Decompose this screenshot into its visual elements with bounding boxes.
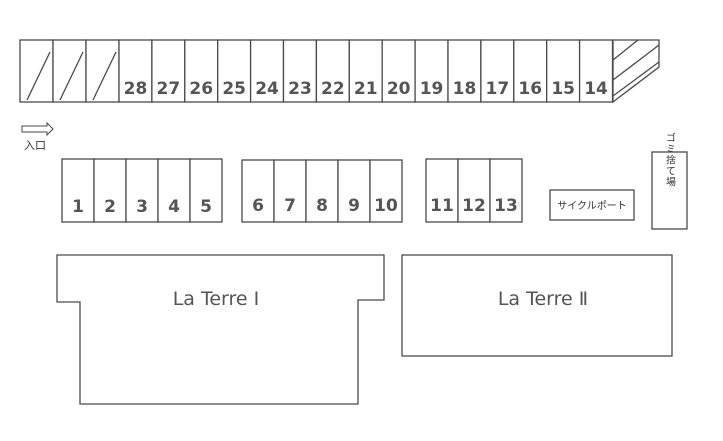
parking-space-19: 19 (414, 39, 449, 103)
parking-space-7: 7 (273, 159, 307, 223)
parking-space-number: 23 (288, 79, 312, 99)
building-label-2: La Terre Ⅱ (498, 288, 588, 310)
parking-space-number: 9 (348, 196, 360, 216)
parking-space-outline (381, 39, 416, 103)
parking-space-outline (125, 158, 159, 223)
parking-space-6: 6 (241, 159, 275, 223)
parking-space-outline (578, 39, 614, 103)
parking-space-18: 18 (447, 39, 482, 103)
parking-space-number: 12 (462, 196, 486, 216)
hatched-corner-top-right (612, 39, 660, 104)
parking-space-outline (457, 158, 491, 223)
parking-space-outline (513, 39, 548, 103)
bike-port: サイクルポート (549, 189, 635, 221)
parking-space-outline (217, 39, 252, 103)
parking-space-14: 14 (578, 39, 614, 103)
parking-space-27: 27 (151, 39, 186, 103)
parking-space-21: 21 (348, 39, 383, 103)
parking-space-13: 13 (489, 158, 523, 223)
parking-space-outline (489, 158, 523, 223)
parking-space-23: 23 (282, 39, 318, 103)
parking-space-15: 15 (546, 39, 581, 103)
parking-space-24: 24 (249, 39, 285, 103)
parking-space-8: 8 (305, 159, 339, 223)
parking-space-2: 2 (93, 158, 127, 223)
parking-space-11: 11 (425, 158, 459, 223)
parking-space-outline (348, 39, 383, 103)
parking-space-outline (249, 39, 285, 103)
bike-port-label: サイクルポート (557, 200, 627, 212)
parking-space-12: 12 (457, 158, 491, 223)
parking-space-number: 26 (189, 79, 213, 99)
building-la-terre-2: La Terre Ⅱ (401, 254, 673, 357)
parking-space-26: 26 (184, 39, 219, 103)
parking-space-number: 24 (255, 79, 279, 99)
parking-space-number: 10 (374, 196, 398, 216)
parking-space-outline (151, 39, 186, 103)
parking-space-outline (184, 39, 219, 103)
parking-space-outline (480, 39, 515, 103)
parking-space-3: 3 (125, 158, 159, 223)
parking-space-17: 17 (480, 39, 515, 103)
parking-space-number: 21 (354, 79, 378, 99)
parking-space-25: 25 (217, 39, 252, 103)
parking-space-number: 1 (72, 197, 84, 217)
parking-space-number: 18 (453, 79, 477, 99)
parking-space-16: 16 (513, 39, 548, 103)
parking-space-10: 10 (369, 159, 403, 223)
parking-space-9: 9 (337, 159, 371, 223)
parking-row-11-13: 11 12 13 (425, 158, 523, 223)
parking-space-number: 17 (486, 79, 510, 99)
parking-space-outline (305, 159, 339, 223)
parking-row-top: 28 27 26 25 24 23 22 21 20 19 18 17 16 15 14 (118, 39, 614, 103)
parking-space-number: 5 (200, 197, 212, 217)
parking-space-28: 28 (118, 39, 153, 103)
building-label-1: La Terre Ⅰ (173, 288, 260, 310)
parking-space-outline (282, 39, 318, 103)
parking-space-number: 4 (168, 197, 180, 217)
parking-space-outline (546, 39, 581, 103)
parking-space-number: 27 (157, 79, 181, 99)
parking-space-1: 1 (61, 158, 95, 223)
parking-space-outline (118, 39, 153, 103)
parking-space-outline (414, 39, 449, 103)
parking-space-outline (337, 159, 371, 223)
parking-space-number: 7 (284, 196, 296, 216)
parking-space-number: 19 (420, 79, 444, 99)
parking-space-outline (189, 158, 223, 223)
parking-space-22: 22 (315, 39, 350, 103)
parking-space-number: 25 (222, 79, 246, 99)
garbage-area: ゴミ捨て場 (651, 131, 688, 230)
parking-space-number: 15 (551, 79, 575, 99)
parking-space-number: 14 (584, 79, 608, 99)
parking-space-number: 16 (518, 79, 542, 99)
parking-space-number: 2 (104, 197, 116, 217)
hatched-spaces-top-left (19, 39, 120, 103)
parking-space-number: 28 (124, 79, 148, 99)
parking-space-number: 11 (430, 196, 454, 216)
parking-space-outline (447, 39, 482, 103)
entrance-label: 入口 (24, 139, 46, 152)
parking-space-outline (93, 158, 127, 223)
parking-space-4: 4 (157, 158, 191, 223)
parking-space-number: 22 (321, 79, 345, 99)
building-la-terre-1: La Terre Ⅰ (56, 254, 385, 405)
parking-space-number: 8 (316, 196, 328, 216)
parking-space-number: 20 (387, 79, 411, 99)
parking-space-20: 20 (381, 39, 416, 103)
entrance-marker: 入口 (21, 121, 54, 152)
parking-space-number: 13 (494, 196, 518, 216)
garbage-label: ゴミ捨て場 (664, 131, 676, 187)
parking-space-outline (369, 159, 403, 223)
parking-space-outline (425, 158, 459, 223)
parking-space-5: 5 (189, 158, 223, 223)
arrow-right-icon (21, 121, 54, 137)
parking-space-number: 6 (252, 196, 264, 216)
parking-space-number: 3 (136, 197, 148, 217)
